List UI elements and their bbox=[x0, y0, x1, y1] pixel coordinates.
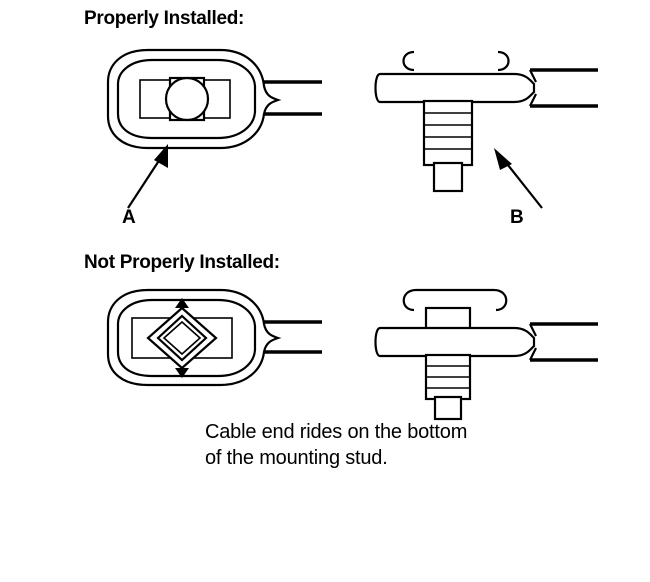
figure-properly-installed-top-view bbox=[100, 40, 340, 160]
mounting-bar bbox=[374, 72, 536, 104]
mounting-stud-tip bbox=[433, 395, 463, 421]
mounting-stud-protruding-above-bar bbox=[424, 306, 472, 332]
cable-tail bbox=[260, 320, 322, 354]
retaining-clip-hooks bbox=[402, 50, 510, 72]
stud-thread-lines bbox=[424, 112, 472, 150]
triangle-up-icon bbox=[175, 298, 189, 308]
cable-end-inner-outline bbox=[116, 298, 257, 378]
figure-not-properly-installed-side-view bbox=[370, 282, 620, 421]
caption-line-1: Cable end rides on the bottom bbox=[205, 421, 468, 443]
arrow-up-left-icon-line bbox=[503, 159, 543, 209]
mounting-stud-threaded-body bbox=[422, 99, 474, 167]
arrow-up-right-icon-line bbox=[127, 155, 163, 209]
mounting-stud-diamond bbox=[162, 320, 202, 356]
stud-thread-lines bbox=[426, 365, 470, 389]
heading-not-properly-installed: Not Properly Installed: bbox=[84, 252, 280, 273]
figure-properly-installed-side-view bbox=[370, 40, 620, 193]
caption-text: Cable end rides on the bottom of the mou… bbox=[205, 420, 515, 471]
callout-label-a: A bbox=[122, 207, 136, 228]
cable-tail bbox=[529, 68, 598, 108]
retaining-clip-hooks bbox=[402, 288, 508, 312]
cable-end-inner-outline bbox=[116, 58, 257, 140]
triangle-down-icon bbox=[175, 368, 189, 378]
caption-line-2: of the mounting stud. bbox=[205, 446, 388, 469]
figure-not-properly-installed-top-view bbox=[100, 282, 340, 397]
arrow-up-left-icon-head bbox=[494, 148, 512, 170]
mounting-stud-tip bbox=[432, 161, 464, 193]
heading-properly-installed: Properly Installed: bbox=[84, 8, 245, 29]
cable-tail bbox=[260, 80, 322, 116]
cable-tail bbox=[529, 322, 598, 362]
arrow-up-right-icon-head bbox=[154, 144, 168, 168]
callout-label-b: B bbox=[510, 207, 524, 228]
callout-arrow-b bbox=[470, 138, 580, 218]
mounting-bar bbox=[374, 326, 536, 358]
mounting-stud-circle bbox=[164, 76, 210, 122]
callout-arrow-a bbox=[100, 138, 210, 218]
